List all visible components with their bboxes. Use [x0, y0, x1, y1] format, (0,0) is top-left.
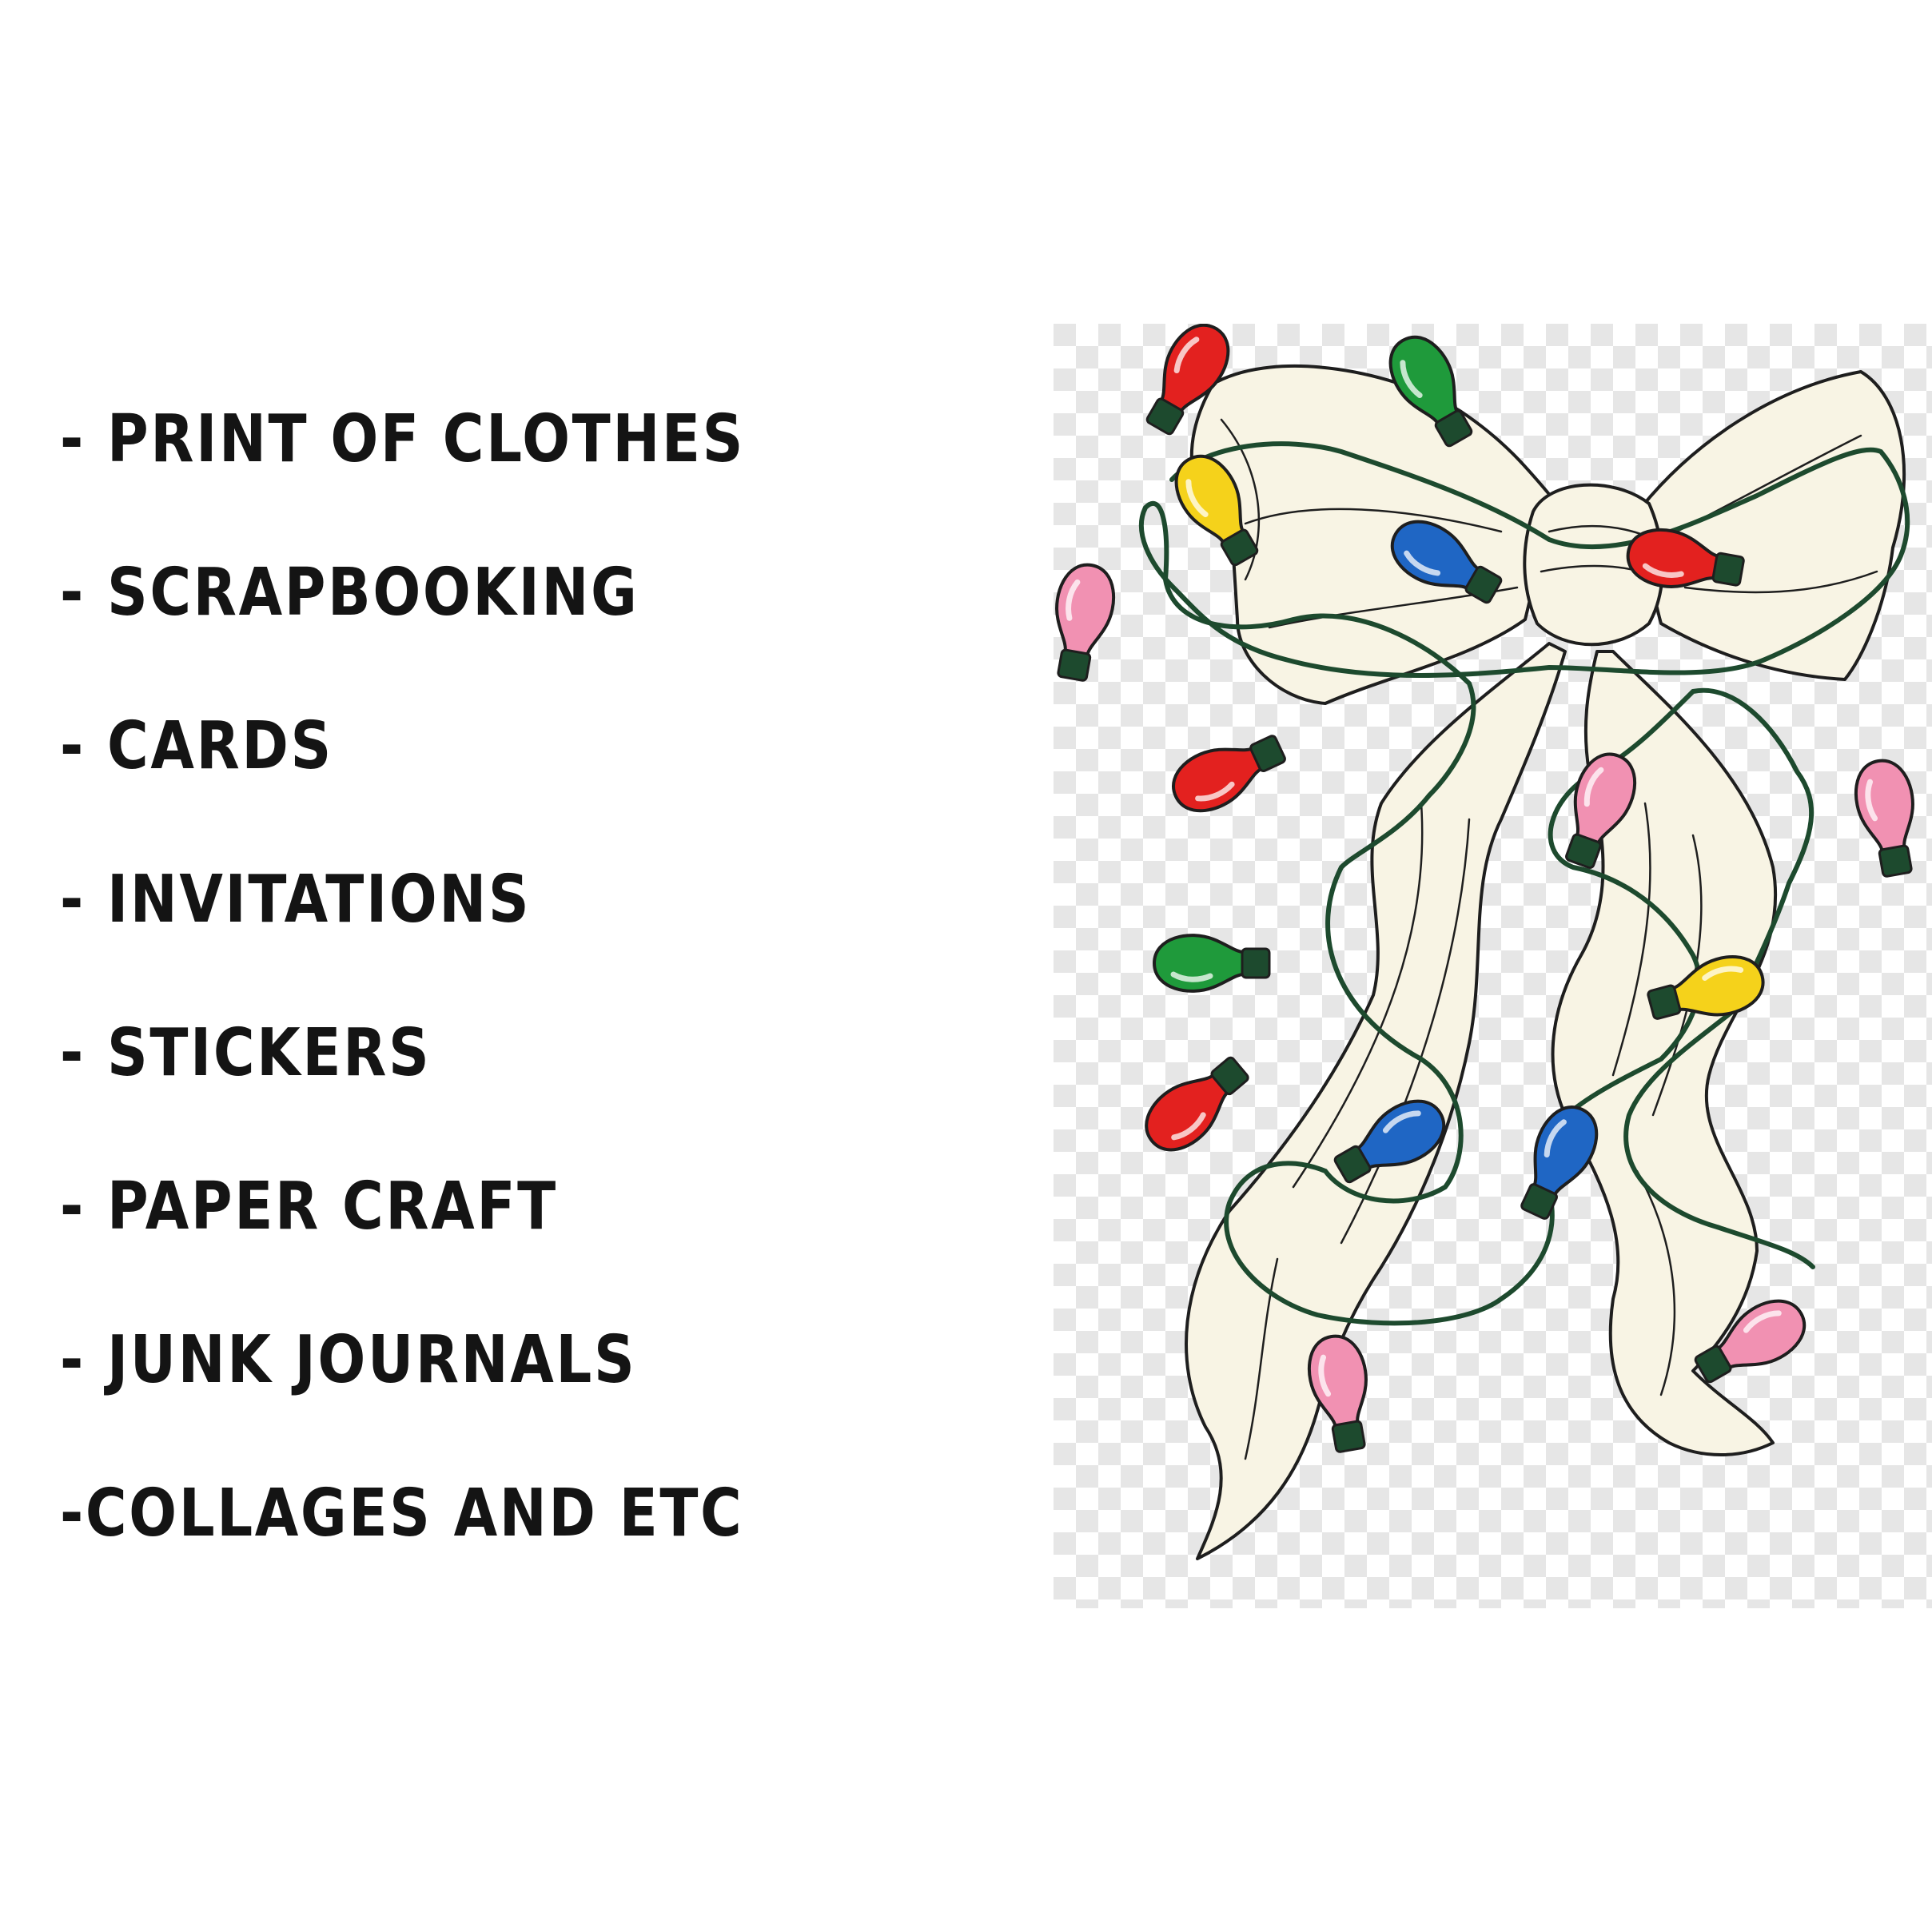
- red-light-bulb: [1172, 735, 1286, 813]
- green-light-bulb: [1152, 934, 1271, 993]
- bulb-highlight: [1066, 579, 1081, 621]
- ribbon-folds: [1220, 418, 1878, 1460]
- fold-line: [1244, 508, 1503, 533]
- blue-light-bulb: [1390, 520, 1503, 604]
- bulb-socket: [1878, 844, 1913, 878]
- fold-line: [1220, 418, 1261, 581]
- use-item: - STICKERS: [60, 1015, 432, 1091]
- bulb-highlight: [1318, 1354, 1332, 1397]
- fold-line: [1340, 818, 1471, 1245]
- bulb-highlight: [1544, 1119, 1567, 1158]
- bulb-highlight: [1400, 360, 1423, 399]
- blue-light-bulb: [1520, 1105, 1599, 1220]
- bulb-socket: [1220, 528, 1259, 567]
- bulb-socket: [1331, 1420, 1366, 1453]
- bulb-highlight: [1195, 781, 1235, 802]
- bulb-highlight: [1642, 563, 1684, 578]
- ribbon: [1185, 364, 1906, 1560]
- bulb-socket: [1249, 735, 1286, 772]
- bow-artwork: [1054, 324, 1932, 1608]
- bulb-highlight: [1382, 1110, 1421, 1133]
- use-item: - PRINT OF CLOTHES: [60, 401, 746, 477]
- fold-line: [1611, 802, 1651, 1077]
- bulb-socket: [1711, 552, 1745, 587]
- red-light-bulb: [1145, 1056, 1249, 1152]
- fold-line: [1683, 570, 1878, 594]
- use-item: - INVITATIONS: [60, 862, 532, 938]
- bulb-socket: [1464, 565, 1503, 604]
- bulb-socket: [1057, 648, 1092, 682]
- bulb-socket: [1565, 833, 1602, 870]
- use-item: - SCRAPBOOKING: [60, 555, 639, 631]
- bulb-highlight: [1404, 550, 1441, 576]
- light-string-wire: [1139, 441, 1910, 1326]
- use-item: -COLLAGES AND ETC: [60, 1476, 744, 1552]
- fold-line: [1635, 1169, 1676, 1396]
- bulb-highlight: [1173, 337, 1200, 374]
- blue-light-bulb: [1333, 1099, 1446, 1184]
- pink-light-bulb: [1307, 1334, 1368, 1453]
- bow-knot: [1523, 483, 1664, 647]
- use-item: - CARDS: [60, 708, 333, 784]
- bulb-highlight: [1865, 779, 1878, 822]
- bulb-socket: [1145, 397, 1185, 436]
- bulb-socket: [1333, 1145, 1372, 1184]
- red-light-bulb: [1626, 528, 1745, 588]
- red-light-bulb: [1145, 324, 1230, 436]
- use-item: - JUNK JOURNALS: [60, 1322, 637, 1398]
- bulb-socket: [1647, 984, 1682, 1020]
- yellow-light-bulb: [1174, 454, 1259, 567]
- bulb-socket: [1694, 1344, 1732, 1384]
- bow-illustration: [1054, 324, 1932, 1608]
- pink-light-bulb: [1055, 563, 1116, 682]
- bulb-highlight: [1171, 1112, 1206, 1141]
- green-light-bulb: [1388, 335, 1473, 448]
- left-ribbon-tail: [1185, 642, 1567, 1560]
- bulb-highlight: [1702, 966, 1744, 982]
- pink-light-bulb: [1694, 1299, 1807, 1384]
- yellow-light-bulb: [1647, 954, 1765, 1020]
- bulb-socket: [1241, 947, 1271, 979]
- bulb-socket: [1434, 409, 1473, 448]
- bulb-highlight: [1743, 1310, 1782, 1333]
- bulb-socket: [1520, 1183, 1558, 1220]
- uses-list: - PRINT OF CLOTHES - SCRAPBOOKING - CARD…: [60, 400, 857, 1627]
- pink-light-bulb: [1565, 752, 1637, 870]
- bulb-socket: [1210, 1056, 1249, 1096]
- fold-line: [1244, 1257, 1279, 1460]
- fold-line: [1548, 524, 1647, 537]
- bulb-highlight: [1583, 767, 1604, 807]
- bulb-highlight: [1170, 971, 1213, 982]
- fold-line: [1292, 802, 1424, 1189]
- pink-light-bulb: [1854, 759, 1914, 878]
- christmas-lights: [1055, 324, 1914, 1453]
- right-bow-loop: [1639, 370, 1906, 681]
- use-item: - PAPER CRAFT: [60, 1169, 558, 1245]
- bulb-highlight: [1185, 479, 1209, 518]
